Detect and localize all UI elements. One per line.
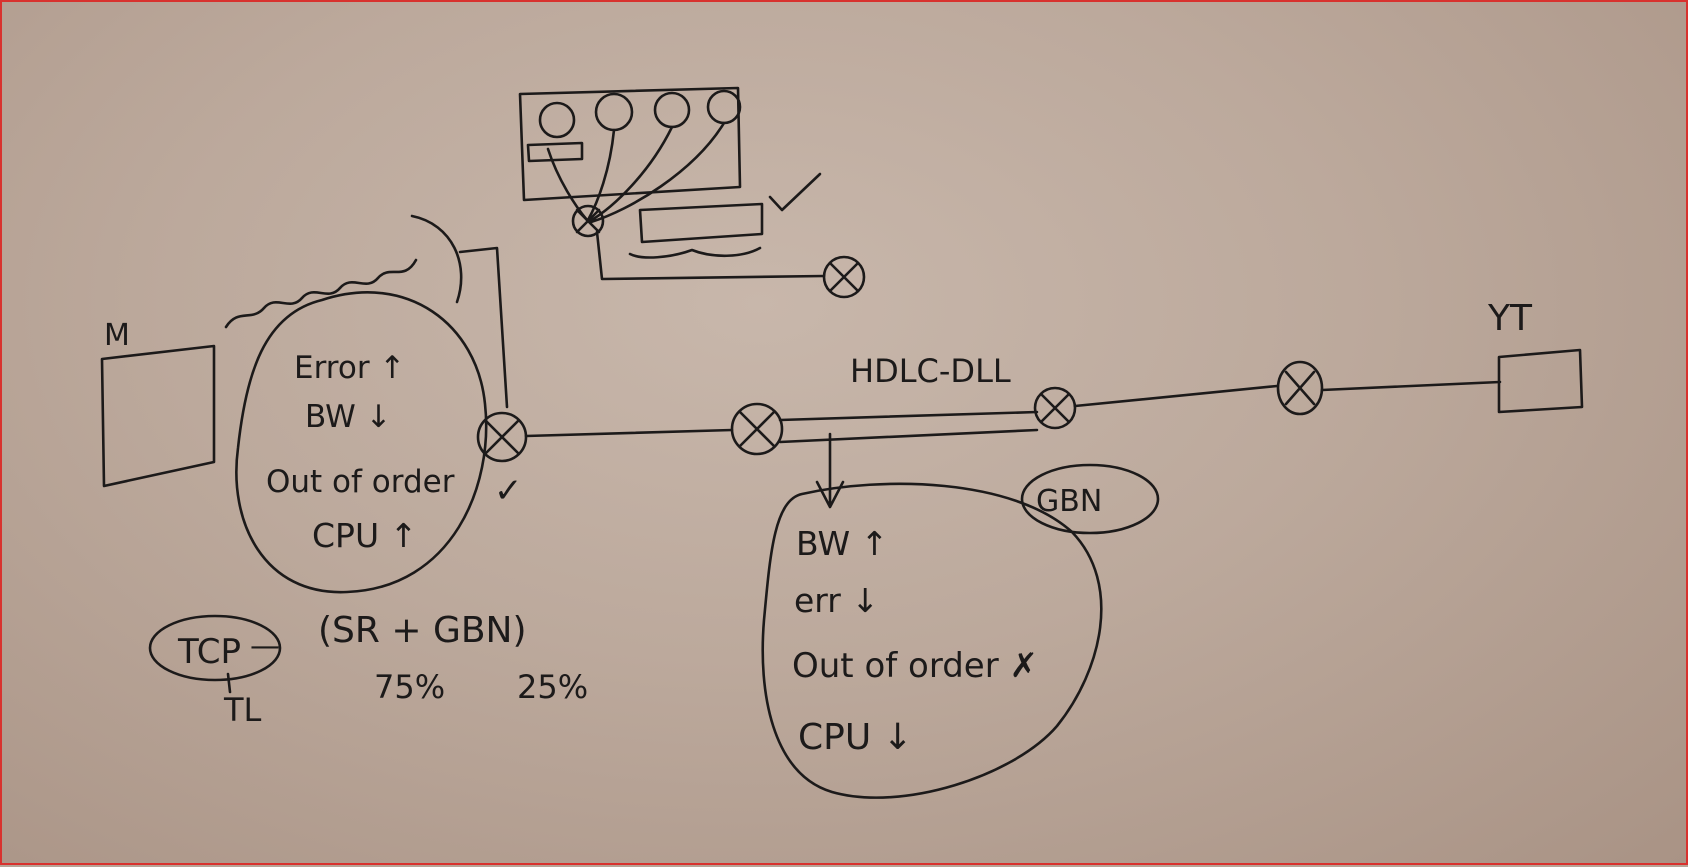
inset-small-slot	[526, 141, 584, 163]
far-router-icon	[1276, 360, 1324, 416]
inset-wires	[546, 121, 726, 224]
top-inset-diagram	[518, 86, 866, 299]
youtube-server-box	[1497, 348, 1584, 414]
right-bubble-line-2: err ↓	[794, 581, 879, 620]
right-bubble: BW ↑ err ↓ Out of order ✗ CPU ↓ GBN	[761, 463, 1160, 799]
hdlc-link-upper	[778, 410, 1039, 422]
gbn-percentage: 25%	[517, 668, 588, 706]
link-to-far-router	[1073, 384, 1279, 408]
hdlc-dll-label: HDLC-DLL	[850, 352, 1011, 390]
inset-mux-router-icon	[571, 204, 605, 238]
gbn-ring	[1020, 463, 1160, 535]
gbn-ring-label: GBN	[1036, 484, 1102, 519]
hdlc-link-lower	[778, 428, 1039, 444]
left-bubble-line-3: Out of order	[266, 464, 455, 500]
inset-link	[595, 230, 826, 281]
left-bubble-line-2: BW ↓	[305, 399, 392, 435]
right-bubble-line-1: BW ↑	[796, 524, 888, 563]
hdlc-down-arrow	[815, 432, 845, 509]
left-bubble-line-4: CPU ↑	[312, 516, 417, 555]
left-bubble-outline	[235, 291, 488, 594]
left-router-check-mark: ✓	[494, 471, 523, 511]
tcp-dash: —	[250, 629, 280, 664]
youtube-server-label: YT	[1487, 298, 1533, 339]
inset-brace	[628, 246, 762, 259]
device-m-label: M	[104, 318, 130, 353]
hdlc-right-router-icon	[1033, 386, 1077, 430]
right-bubble-line-4: CPU ↓	[798, 717, 913, 758]
youtube-server: YT	[1487, 298, 1584, 414]
inset-check-stroke	[768, 172, 822, 212]
left-bubble: Error ↑ BW ↓ Out of order CPU ↑	[235, 291, 488, 594]
tcp-ring	[148, 614, 282, 682]
wireless-link-arc	[410, 214, 463, 304]
left-bubble-line-1: Error ↑	[294, 350, 405, 386]
device-m-box	[100, 344, 216, 488]
right-bubble-line-3: Out of order ✗	[792, 646, 1038, 686]
tcp-notes: TCP — TL (SR + GBN) 75% 25%	[148, 610, 588, 729]
middle-router-icon	[730, 402, 784, 456]
tcp-label: TCP	[177, 632, 241, 672]
link-to-yt	[1320, 380, 1502, 392]
inset-buffer-box	[638, 202, 764, 244]
inset-panel	[518, 86, 742, 202]
wireless-link-wave	[224, 258, 418, 329]
tl-label: TL	[223, 691, 262, 729]
link-left-to-middle	[524, 428, 734, 438]
device-m: M	[100, 318, 216, 488]
right-bubble-outline	[761, 482, 1103, 799]
tcp-tick	[226, 672, 232, 694]
inset-end-router-icon	[822, 255, 866, 299]
sr-percentage: 75%	[374, 668, 445, 706]
left-router-uplink	[458, 246, 509, 409]
sr-gbn-label: (SR + GBN)	[318, 610, 527, 651]
